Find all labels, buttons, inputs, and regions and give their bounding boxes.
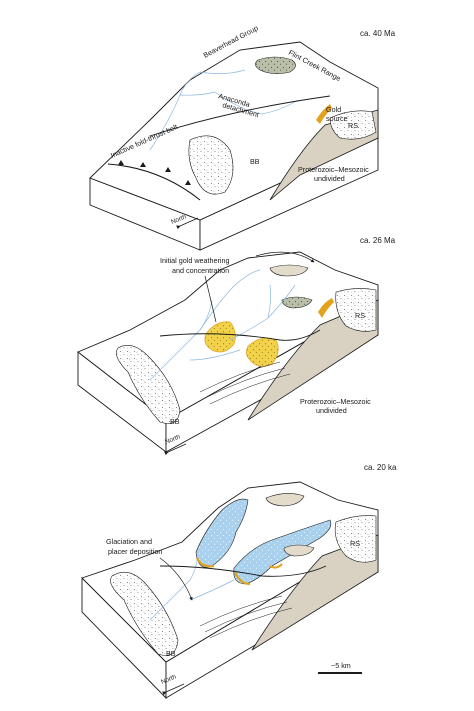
detachment-fault	[159, 565, 327, 577]
rs-label: RS	[350, 539, 360, 548]
gold-source-label-line1: Gold	[326, 105, 341, 114]
rs-unit	[335, 288, 377, 332]
bb-label: BB	[166, 649, 176, 658]
gold-concentration-upper	[204, 321, 236, 353]
scale-bar-label: ~5 km	[331, 661, 351, 670]
gold-source-pointer	[255, 251, 315, 263]
gold-source-label-line2: source	[326, 114, 348, 123]
flint-creek-patch	[281, 296, 313, 309]
panel-20-ka: ca. 20 ka G	[81, 463, 397, 700]
drainage-network	[149, 269, 296, 381]
north-arrow	[176, 217, 199, 230]
weathering-label-line1: Initial gold weathering	[160, 256, 230, 265]
gold-source-sliver	[316, 104, 332, 124]
bb-unit	[110, 571, 179, 656]
proterozoic-label-line1: Proterozoic–Mesozoic	[300, 397, 371, 406]
rs-unit	[334, 515, 377, 563]
proterozoic-label-line1: Proterozoic–Mesozoic	[298, 165, 369, 174]
rs-label: RS	[355, 311, 365, 320]
proterozoic-mesozoic-rock	[247, 299, 379, 421]
bb-label: BB	[170, 417, 180, 426]
basin-fill-lines	[199, 595, 293, 639]
proterozoic-label-line2: undivided	[316, 406, 347, 415]
drainage-network	[149, 559, 235, 621]
gold-source-sliver	[318, 298, 334, 318]
beaverhead-group-patch	[255, 56, 296, 74]
weathering-label-line2: and concentration	[172, 266, 229, 275]
panel-26-ma: ca. 26 Ma	[77, 236, 396, 456]
rs-label: RS	[348, 121, 358, 130]
panel-age-label: ca. 26 Ma	[360, 236, 396, 245]
weathering-pointer	[204, 275, 217, 323]
bb-label: BB	[250, 157, 260, 166]
proterozoic-label-line2: undivided	[314, 174, 345, 183]
placer-deposit-lower	[233, 571, 251, 586]
fold-thrust-fault	[107, 163, 201, 201]
north-arrow	[162, 683, 185, 696]
placer-deposit-mid	[269, 563, 283, 569]
panel-40-ma: ca. 40 Ma Beaverhead Group Flint	[89, 23, 396, 251]
bb-unit	[116, 345, 181, 424]
placer-deposit-upper	[196, 557, 215, 568]
glaciation-pointer	[159, 557, 193, 601]
basin-fill-lines	[199, 361, 291, 405]
glaciation-label-line2: placer deposition	[108, 547, 162, 556]
anaconda-detachment-fault	[149, 95, 331, 137]
panel-age-label: ca. 20 ka	[364, 463, 397, 472]
panel-age-label: ca. 40 Ma	[360, 29, 396, 38]
flint-creek-patch	[283, 544, 315, 557]
beaverhead-group-patch	[269, 264, 309, 277]
glaciation-label-line1: Glaciation and	[106, 537, 152, 546]
rs-unit	[329, 110, 377, 140]
beaverhead-group-patch	[265, 493, 305, 507]
detachment-fault	[159, 329, 321, 341]
bb-unit	[188, 135, 234, 195]
north-arrow	[164, 443, 187, 456]
